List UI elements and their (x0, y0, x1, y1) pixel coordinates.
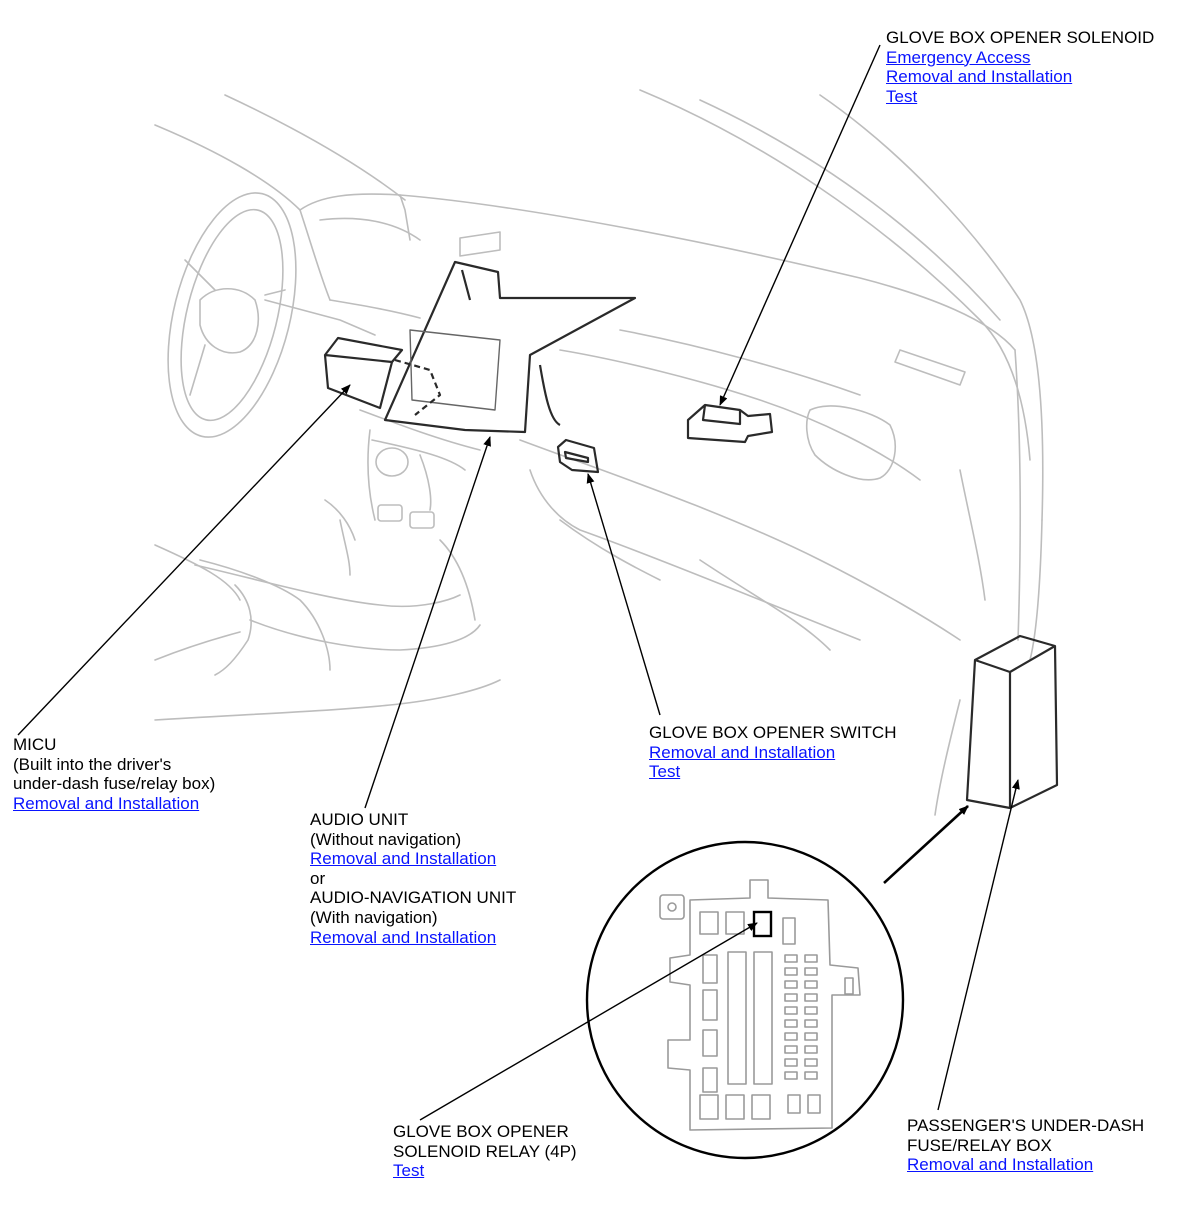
leader-passenger-box (937, 779, 1020, 1111)
callout-passenger-box: PASSENGER'S UNDER-DASH FUSE/RELAY BOX Re… (907, 1116, 1144, 1175)
micu-removal-link[interactable]: Removal and Installation (13, 793, 200, 813)
audio-nav-removal-link[interactable]: Removal and Installation (310, 927, 497, 947)
leader-relay (419, 922, 758, 1121)
leader-lines (17, 44, 1020, 1121)
leader-switch (586, 473, 661, 716)
relay-title-2: SOLENOID RELAY (4P) (393, 1141, 577, 1161)
dashboard-line-art (154, 89, 1044, 816)
leader-micu (17, 384, 351, 736)
solenoid-outline (686, 403, 774, 444)
component-outlines (323, 260, 1059, 810)
audio-nav-note: (With navigation) (310, 907, 438, 927)
leader-solenoid (719, 44, 881, 406)
relay-test-link[interactable]: Test (393, 1161, 425, 1181)
leader-audio (364, 436, 491, 809)
callout-relay: GLOVE BOX OPENER SOLENOID RELAY (4P) Tes… (393, 1122, 577, 1181)
solenoid-title: GLOVE BOX OPENER SOLENOID (886, 28, 1155, 47)
audio-note: (Without navigation) (310, 829, 462, 849)
audio-or: or (310, 868, 326, 888)
solenoid-emergency-access-link[interactable]: Emergency Access (886, 47, 1031, 67)
audio-title: AUDIO UNIT (310, 810, 409, 829)
micu-note-1: (Built into the driver's (13, 754, 172, 774)
solenoid-test-link[interactable]: Test (886, 86, 918, 106)
relay-title-1: GLOVE BOX OPENER (393, 1122, 569, 1141)
leader-inset (883, 805, 969, 884)
micu-note-2: under-dash fuse/relay box) (13, 774, 216, 794)
inset-fuse-box (585, 840, 905, 1160)
callout-switch: GLOVE BOX OPENER SWITCH Removal and Inst… (649, 723, 897, 782)
callout-micu: MICU (Built into the driver's under-dash… (13, 735, 215, 813)
callout-solenoid: GLOVE BOX OPENER SOLENOID Emergency Acce… (886, 28, 1154, 106)
callout-audio: AUDIO UNIT (Without navigation) Removal … (310, 810, 516, 947)
passenger-box-title-1: PASSENGER'S UNDER-DASH (907, 1116, 1145, 1135)
switch-title: GLOVE BOX OPENER SWITCH (649, 723, 897, 742)
passenger-box-removal-link[interactable]: Removal and Installation (907, 1155, 1094, 1175)
solenoid-removal-link[interactable]: Removal and Installation (886, 67, 1073, 87)
passenger-box-title-2: FUSE/RELAY BOX (907, 1135, 1052, 1155)
audio-unit-outline (383, 260, 637, 434)
audio-nav-title: AUDIO-NAVIGATION UNIT (310, 888, 517, 908)
audio-removal-link[interactable]: Removal and Installation (310, 849, 497, 869)
micu-title: MICU (13, 735, 57, 754)
switch-removal-link[interactable]: Removal and Installation (649, 742, 836, 762)
switch-test-link[interactable]: Test (649, 762, 681, 782)
micu-box (323, 336, 404, 410)
switch-outline (556, 438, 600, 474)
passenger-box-outline (965, 634, 1059, 810)
